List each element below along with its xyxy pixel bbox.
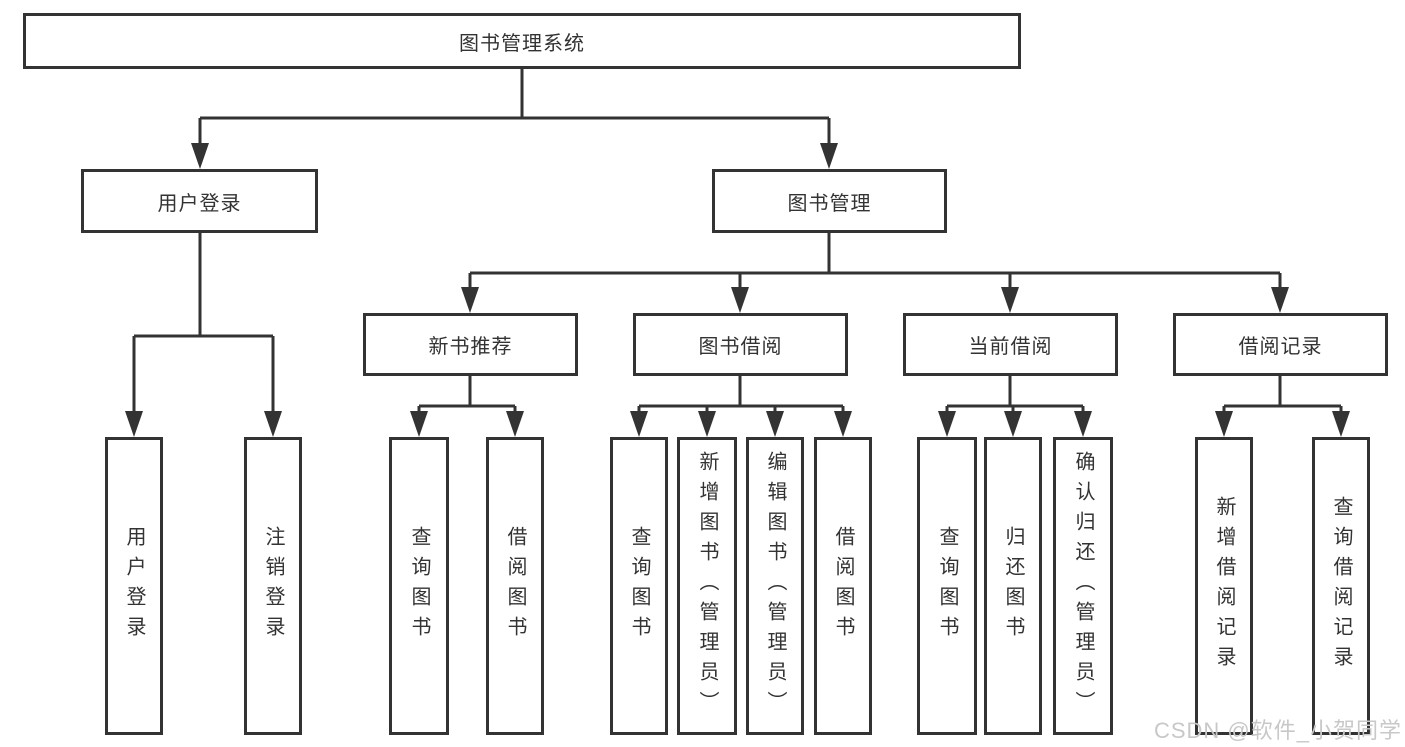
leaf-borrowing-edit-books-admin: 编辑图书（管理员） — [746, 437, 804, 735]
node-label: 图书借阅 — [698, 336, 783, 358]
leaf-newbook-borrow-books: 借阅图书 — [486, 437, 544, 735]
leaf-logout-login: 注销登录 — [244, 437, 302, 735]
leaf-borrowing-borrow-books: 借阅图书 — [814, 437, 872, 735]
leaf-user-login: 用户登录 — [105, 437, 163, 735]
node-label: 用户登录 — [157, 192, 242, 215]
node-library-management-system: 图书管理系统 — [23, 13, 1021, 69]
leaf-label: 查询借阅记录 — [1330, 496, 1352, 676]
node-new-book-recommendation: 新书推荐 — [363, 313, 578, 376]
node-book-management: 图书管理 — [712, 169, 947, 233]
leaf-label: 查询图书 — [628, 526, 650, 646]
leaf-label: 借阅图书 — [504, 526, 526, 646]
node-label: 图书管理系统 — [459, 32, 585, 55]
leaf-current-return-books: 归还图书 — [984, 437, 1042, 735]
leaf-records-add-borrow-record: 新增借阅记录 — [1195, 437, 1253, 735]
leaf-newbook-query-books: 查询图书 — [389, 437, 449, 735]
node-book-borrowing: 图书借阅 — [633, 313, 848, 376]
leaf-label: 确认归还（管理员） — [1072, 451, 1094, 721]
leaf-label: 编辑图书（管理员） — [764, 451, 786, 721]
leaf-label: 归还图书 — [1002, 526, 1024, 646]
node-label: 新书推荐 — [428, 336, 513, 358]
leaf-label: 注销登录 — [262, 526, 284, 646]
node-current-borrowing: 当前借阅 — [903, 313, 1118, 376]
leaf-label: 新增借阅记录 — [1213, 496, 1235, 676]
leaf-borrowing-query-books: 查询图书 — [610, 437, 668, 735]
leaf-label: 查询图书 — [936, 526, 958, 646]
node-borrowing-records: 借阅记录 — [1173, 313, 1388, 376]
leaf-label: 新增图书（管理员） — [696, 451, 718, 721]
leaf-label: 借阅图书 — [832, 526, 854, 646]
leaf-label: 用户登录 — [123, 526, 145, 646]
leaf-current-confirm-return-admin: 确认归还（管理员） — [1053, 437, 1113, 735]
node-label: 图书管理 — [787, 192, 872, 215]
leaf-label: 查询图书 — [408, 526, 430, 646]
csdn-watermark: CSDN @软件_小贺同学 — [1153, 718, 1402, 743]
node-label: 当前借阅 — [968, 336, 1053, 358]
leaf-records-query-borrow-record: 查询借阅记录 — [1312, 437, 1370, 735]
leaf-current-query-books: 查询图书 — [917, 437, 977, 735]
node-user-login: 用户登录 — [81, 169, 318, 233]
node-label: 借阅记录 — [1238, 336, 1323, 358]
leaf-borrowing-add-books-admin: 新增图书（管理员） — [677, 437, 737, 735]
